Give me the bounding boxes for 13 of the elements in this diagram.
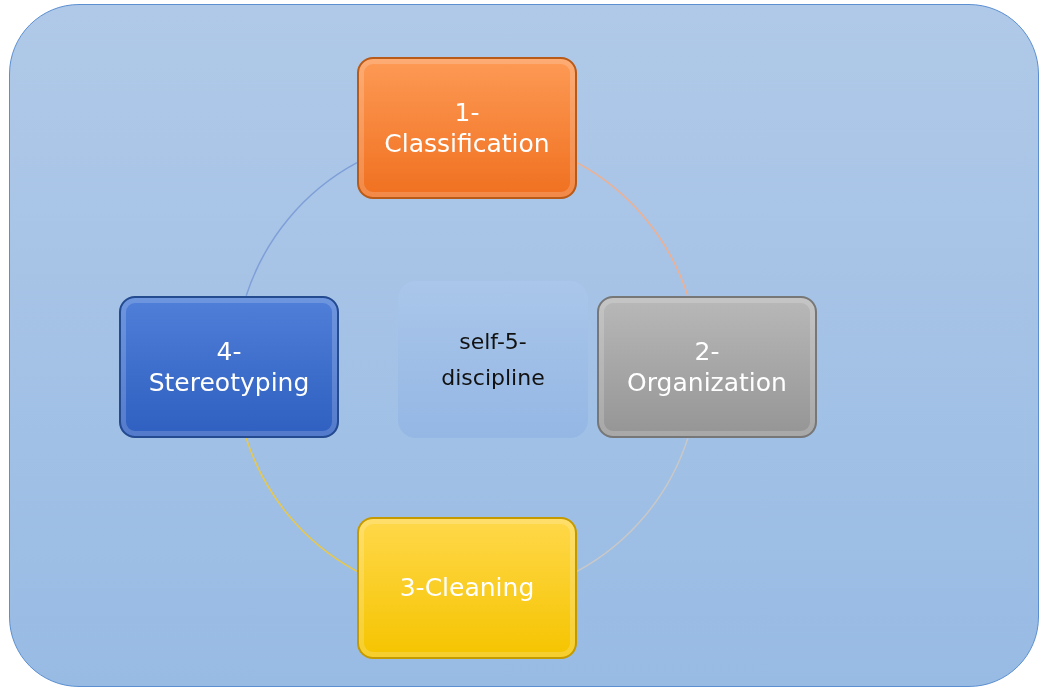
node-label: self-5- discipline [440,328,546,392]
connector-arc [576,161,689,297]
node-label: 3-Cleaning [398,572,536,605]
process-box [119,296,339,438]
node-label: 4- Stereotyping [147,335,311,399]
connector-arc [576,437,689,573]
process-box [597,296,817,438]
node-label: 2- Organization [626,335,788,399]
process-box [357,57,577,199]
process-box [357,517,577,659]
connector-arc [245,161,358,297]
node-label: 1- Classification [383,96,551,160]
connector-arc [245,437,358,573]
